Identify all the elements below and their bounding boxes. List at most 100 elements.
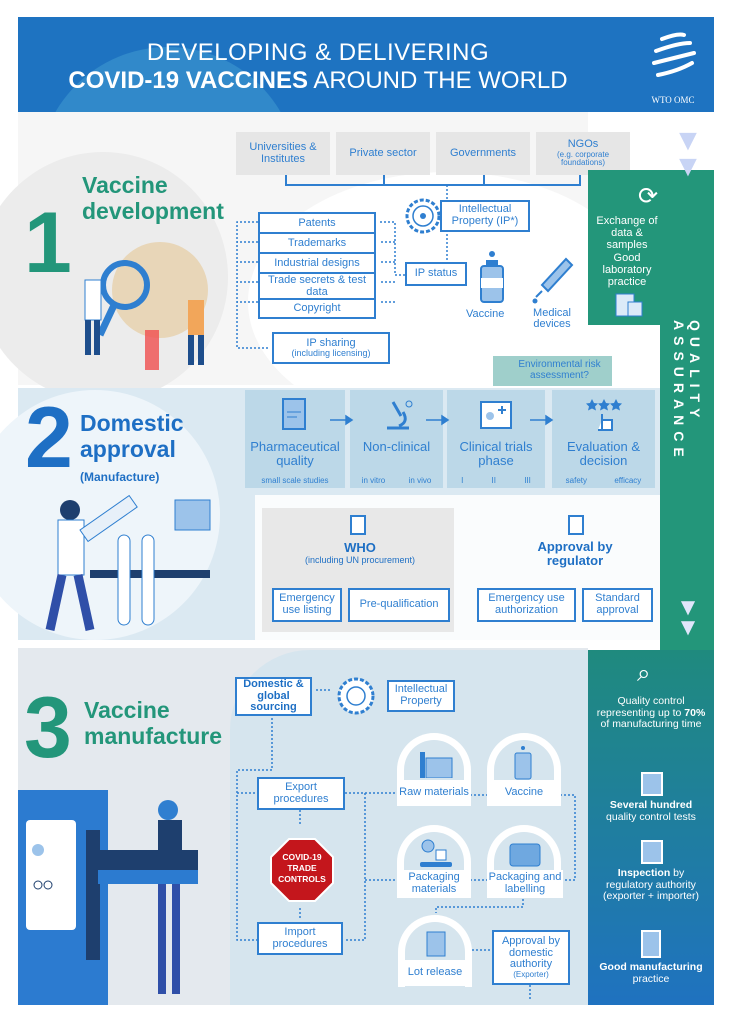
regulator-option-label: Standard approval (595, 592, 640, 616)
microscope-icon (386, 400, 412, 430)
factory-worker-illustration (18, 790, 198, 1005)
logo-text: WTO OMC (651, 95, 695, 105)
qa-good-manufacturing-practice: Good manufacturing practice (596, 961, 706, 985)
standard-approval: Standard approval (582, 588, 653, 622)
conveyor-gear-icon (420, 839, 452, 867)
step-sublabel: small scale studies (261, 476, 329, 485)
ip-gear-icon (337, 677, 375, 715)
regulator-option-label: Emergency use authorization (488, 592, 565, 616)
step-sublabel: III (524, 476, 531, 485)
wto-globe-icon (652, 32, 696, 77)
qa-bar (660, 170, 714, 650)
lot-release-label: Lot release (398, 960, 472, 986)
raw-materials-label: Raw materials (397, 780, 471, 806)
stakeholder-private-sector: Private sector (336, 132, 430, 175)
step-label: Pharmaceutical quality (250, 439, 340, 468)
approval-sublabel: (Exporter) (513, 969, 549, 979)
section1-title-line1: Vaccine (82, 172, 168, 198)
sourcing-label: Domestic & global sourcing (243, 678, 304, 714)
stakeholder-governments: Governments (436, 132, 530, 175)
qa-good-lab-practice: Good laboratory practice (602, 252, 652, 289)
stakeholder-ngos: NGOs(e.g. corporate foundations) (536, 132, 630, 175)
import-procedures: Import procedures (257, 922, 343, 955)
ip-status-label: IP status (414, 267, 458, 280)
ip-sharing-sublabel: (including licensing) (291, 348, 371, 359)
who-title: WHO (344, 540, 376, 555)
qa-exchange-data: Exchange of data & samples (596, 215, 658, 252)
step-non-clinical: Non-clinical in vitro in vivo (350, 390, 443, 488)
ip-status-box: IP status (405, 262, 467, 286)
stakeholder-universities: Universities & Institutes (236, 132, 330, 175)
step-sublabel: in vitro (361, 476, 386, 485)
step-sublabel: in vivo (408, 476, 432, 485)
vaccine-label: Vaccine (487, 780, 561, 806)
medical-devices-label: Medical devices (533, 307, 571, 330)
emergency-use-listing: Emergency use listing (272, 588, 342, 622)
down-arrows-bottom-icon: ▼▼ (676, 594, 700, 642)
qa-text: quality control tests (606, 810, 696, 823)
step-sublabel: II (491, 476, 496, 485)
medical-card-icon (480, 401, 512, 429)
stakeholder-label: Governments (449, 146, 517, 159)
section3-title-line2: manufacture (84, 723, 223, 750)
qa-text: by regulatory authority (exporter + impo… (603, 867, 699, 903)
wto-logo: WTO OMC (643, 31, 703, 106)
export-procedures: Export procedures (257, 777, 345, 810)
scientist-illustration (45, 494, 211, 631)
trade-controls-label: COVID-19 TRADE CONTROLS (278, 852, 326, 885)
packaging-labelling-circle (487, 825, 561, 897)
ip-type-label: Industrial designs (274, 256, 360, 269)
import-label: Import procedures (272, 925, 328, 950)
ip-type-label: Patents (298, 216, 336, 229)
vaccine-vial-icon (480, 251, 504, 303)
section2-title-line1: Domestic (80, 410, 184, 436)
step-evaluation-decision: Evaluation & decision safety efficacy (552, 390, 655, 488)
section2-subtitle: (Manufacture) (80, 470, 160, 484)
regulator-title: Approval by regulator (537, 539, 613, 568)
ip-type-label: Trade secrets & test data (267, 273, 367, 298)
ip-type-industrial-designs: Industrial designs (258, 252, 376, 273)
ip-label: Intellectual Property (IP*) (451, 203, 519, 227)
stakeholder-sublabel: (e.g. corporate foundations) (556, 149, 610, 168)
ip-box: Intellectual Property (IP*) (440, 200, 530, 232)
intellectual-property-box: Intellectual Property (387, 680, 455, 712)
ip-label: Intellectual Property (394, 683, 448, 707)
researchers-illustration (84, 242, 208, 370)
ip-type-patents: Patents (258, 212, 376, 233)
tablet-icon (641, 772, 663, 796)
ip-sharing-label: IP sharing (306, 336, 356, 349)
header-banner: DEVELOPING & DELIVERING COVID-19 VACCINE… (18, 17, 714, 112)
step-sublabel: safety (565, 476, 587, 485)
cooler-box-icon (509, 843, 541, 867)
step-label: Non-clinical (362, 439, 431, 454)
inspection-icon (641, 840, 663, 864)
export-label: Export procedures (273, 780, 329, 805)
step-label: Evaluation & decision (567, 439, 640, 468)
stakeholder-label: Private sector (349, 146, 417, 159)
qa-text: practice (632, 972, 670, 985)
environmental-risk-box: Environmental risk assessment? (493, 356, 612, 386)
who-package-icon (350, 515, 366, 535)
emergency-use-authorization: Emergency use authorization (477, 588, 576, 622)
section1-number: 1 (24, 195, 72, 291)
lot-release-document-icon (426, 931, 446, 957)
stop-sign-icon (270, 838, 334, 902)
who-option-label: Emergency use listing (279, 592, 335, 616)
step-arrows (330, 414, 554, 426)
clipboard-icon (615, 293, 643, 317)
qa-bold-text: Good manufacturing (599, 961, 703, 973)
regulator-package-icon (568, 515, 584, 535)
step-pharmaceutical-quality: Pharmaceutical quality small scale studie… (245, 390, 345, 488)
section2-title-line2: approval (80, 436, 176, 463)
step-sublabel: efficacy (614, 476, 642, 485)
vaccine-label: Vaccine (466, 308, 505, 320)
qa-bold-text: Several hundred (609, 799, 693, 811)
ip-type-trademarks: Trademarks (258, 232, 376, 253)
factory-icon (420, 752, 453, 778)
qa-text: of manufacturing time (600, 718, 702, 731)
qa-several-hundred-tests: Several hundred quality control tests (594, 799, 708, 823)
title-rest: AROUND THE WORLD (308, 67, 568, 94)
pre-qualification: Pre-qualification (348, 588, 450, 622)
ip-type-copyright: Copyright (258, 298, 376, 319)
